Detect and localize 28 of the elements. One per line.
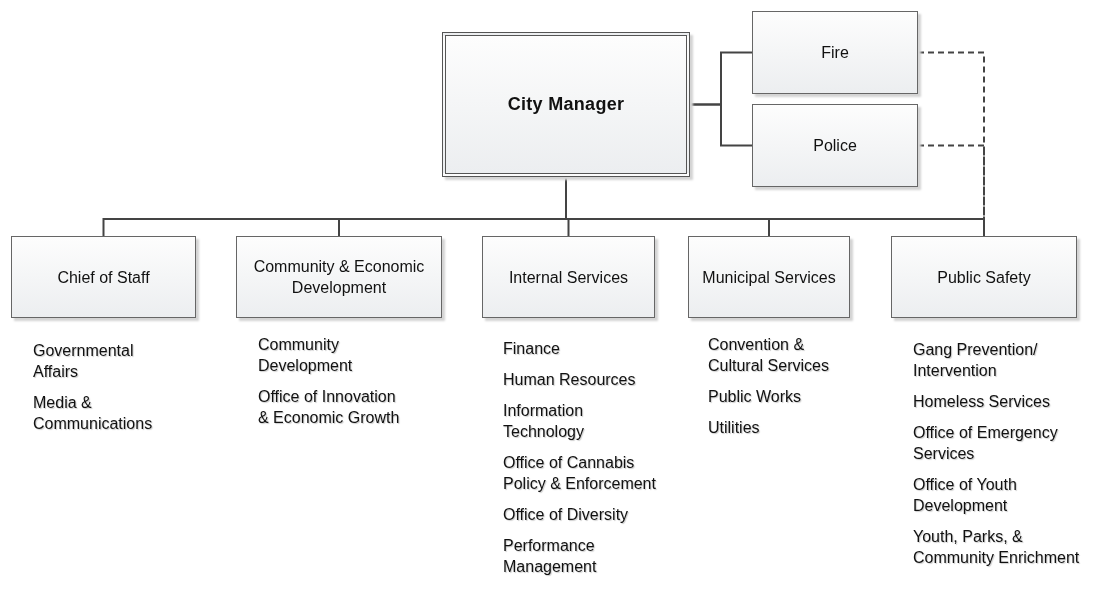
- unit-name: Finance: [503, 339, 561, 359]
- unit-name: Community Development: [258, 335, 354, 376]
- unit-name: Media & Communications: [33, 393, 154, 434]
- unit-name: Performance Management: [503, 536, 598, 577]
- connector-line: [689, 103, 753, 147]
- unit-name: Information Technology: [503, 401, 585, 442]
- unit-name: Governmental Affairs: [33, 341, 135, 382]
- unit-name: Homeless Services: [913, 392, 1051, 412]
- unit-name: Public Works: [708, 387, 803, 407]
- department-box: Community & Economic Development: [236, 236, 442, 318]
- department-box: Police: [752, 104, 918, 187]
- unit-name: Office of Innovation & Economic Growth: [258, 387, 401, 428]
- department-box: Municipal Services: [688, 236, 850, 318]
- unit-name: Gang Prevention/ Intervention: [913, 340, 1039, 381]
- unit-name: Youth, Parks, & Community Enrichment: [913, 527, 1081, 568]
- unit-name: Office of Emergency Services: [913, 423, 1059, 464]
- department-box: Internal Services: [482, 236, 655, 318]
- unit-name: Office of Youth Development: [913, 475, 1018, 516]
- department-box: Fire: [752, 11, 918, 94]
- department-box: Chief of Staff: [11, 236, 196, 318]
- department-box: Public Safety: [891, 236, 1077, 318]
- unit-name: Utilities: [708, 418, 761, 438]
- dashed-connector: [917, 144, 985, 237]
- manager-box: City Manager: [442, 32, 690, 177]
- unit-name: Office of Diversity: [503, 505, 630, 525]
- unit-name: Convention & Cultural Services: [708, 335, 830, 376]
- unit-name: Office of Cannabis Policy & Enforcement: [503, 453, 657, 494]
- unit-name: Human Resources: [503, 370, 637, 390]
